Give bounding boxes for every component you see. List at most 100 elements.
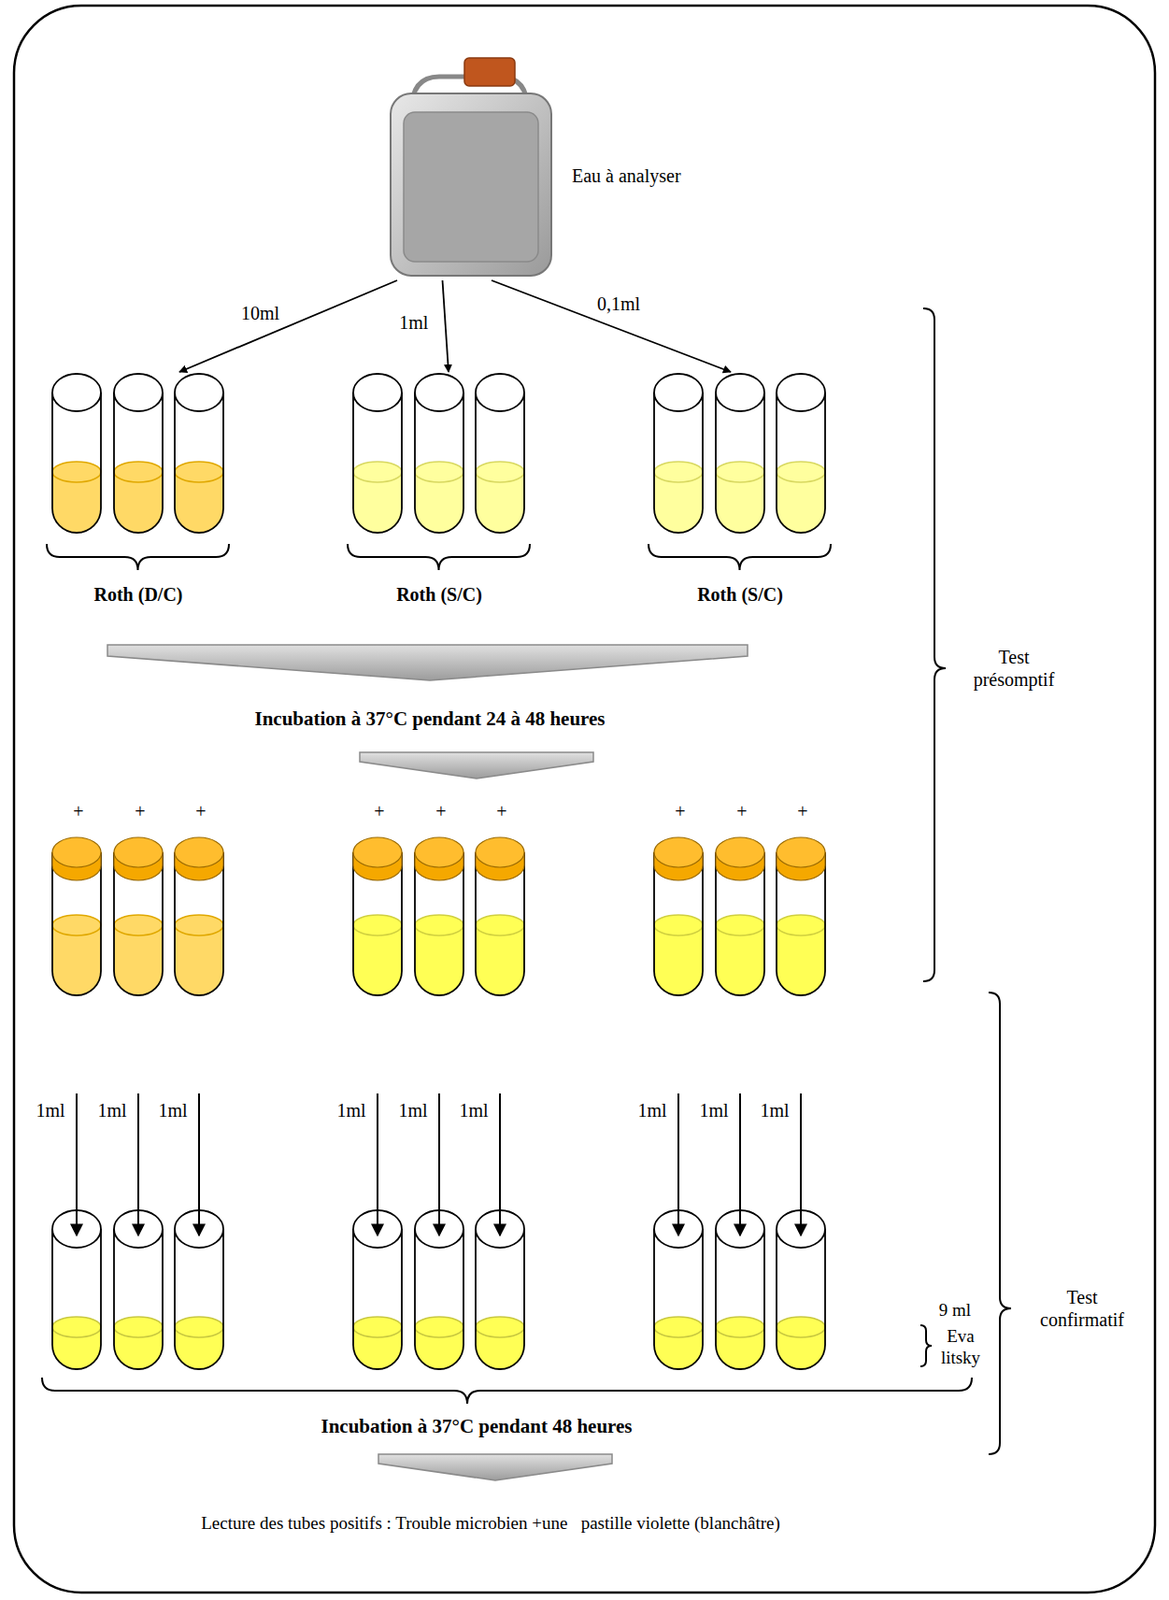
tube-group: Roth (S/C) — [646, 371, 834, 617]
sample-bottle: Eau à analyser — [387, 56, 725, 279]
liquid-surface — [52, 914, 101, 936]
test-tube — [114, 837, 163, 996]
tube-cap — [414, 837, 464, 868]
step-title: Incubation à 37°C pendant 24 à 48 heures — [255, 707, 606, 731]
volume-label: 1ml — [157, 1098, 187, 1122]
volume-label: 1ml — [759, 1098, 789, 1122]
process-chevron — [107, 644, 748, 681]
medium-label: Roth (S/C) — [396, 583, 483, 606]
liquid-surface — [475, 461, 525, 483]
tube-outline — [353, 852, 402, 996]
test-tube — [715, 373, 765, 533]
process-chevron — [378, 1454, 613, 1481]
arrow-line — [198, 1093, 200, 1236]
liquid-surface — [174, 461, 224, 483]
test-tube — [475, 373, 525, 533]
bracket — [347, 543, 530, 571]
volume-label: 10ml — [241, 301, 280, 325]
tube-opening — [52, 373, 101, 412]
volume-label: Eva litsky — [936, 1325, 985, 1369]
volume-label: + — [674, 799, 685, 823]
liquid-surface — [654, 461, 703, 483]
bracket — [648, 543, 831, 571]
tube-outline — [353, 1228, 402, 1369]
medium-label: Roth (D/C) — [94, 583, 184, 606]
tube-outline — [715, 392, 765, 533]
tube-opening — [654, 373, 703, 412]
volume-label: 1ml — [399, 311, 428, 334]
volume-label: 0,1ml — [597, 292, 641, 315]
liquid-surface — [114, 914, 163, 936]
tube-cap — [654, 837, 703, 868]
process-chevron — [359, 752, 594, 779]
tube-outline — [174, 852, 224, 996]
liquid-surface — [715, 914, 765, 936]
step-title: Incubation à 37°C pendant 48 heures — [321, 1414, 633, 1439]
tube-group: Roth (S/C) — [345, 371, 533, 617]
liquid-surface — [654, 914, 703, 936]
liquid-surface — [715, 461, 765, 483]
arrow-line — [498, 1093, 501, 1236]
volume-label: 1ml — [458, 1098, 488, 1122]
tube-cap — [114, 837, 163, 868]
volume-label: + — [72, 799, 84, 823]
tube-cap — [353, 837, 402, 868]
tube-outline — [475, 392, 525, 533]
liquid-surface — [654, 1316, 703, 1338]
tube-outline — [475, 1228, 525, 1369]
tube-opening — [114, 373, 163, 412]
test-tube — [475, 837, 525, 996]
liquid-surface — [475, 1316, 525, 1338]
tube-outline — [414, 852, 464, 996]
tube-cap — [776, 837, 826, 868]
liquid-surface — [114, 1316, 163, 1338]
tube-outline — [174, 392, 224, 533]
bottle — [390, 57, 552, 276]
liquid-surface — [353, 914, 402, 936]
reading-note: Lecture des tubes positifs : Trouble mic… — [200, 1512, 781, 1535]
bracket — [920, 1325, 932, 1367]
test-tube — [654, 373, 703, 533]
test-tube — [52, 373, 101, 533]
liquid-surface — [776, 1316, 826, 1338]
liquid-surface — [715, 1316, 765, 1338]
stage-label: Test confirmatif — [1023, 1285, 1141, 1331]
volume-label: + — [736, 799, 747, 823]
tube-outline — [414, 392, 464, 533]
tube-cap — [715, 837, 765, 868]
arrow-line — [438, 1093, 441, 1236]
tube-outline — [654, 392, 703, 533]
bracket — [923, 308, 946, 982]
tube-outline — [52, 1228, 101, 1369]
tube-outline — [654, 852, 703, 996]
liquid-surface — [353, 461, 402, 483]
tube-outline — [654, 1228, 703, 1369]
arrow-line — [739, 1093, 742, 1236]
tube-opening — [475, 373, 525, 412]
tube-cap — [52, 837, 101, 868]
test-tube — [174, 373, 224, 533]
test-tube — [776, 837, 826, 996]
tube-outline — [114, 852, 163, 996]
bracket — [46, 543, 229, 571]
tube-outline — [52, 392, 101, 533]
tube-outline — [475, 852, 525, 996]
tube-group: Roth (D/C) — [44, 371, 232, 617]
dilution-arrow — [442, 280, 450, 372]
tube-outline — [715, 852, 765, 996]
liquid-surface — [52, 1316, 101, 1338]
frame — [14, 5, 1155, 1593]
liquid-surface — [414, 914, 464, 936]
volume-label: + — [134, 799, 145, 823]
liquid-surface — [174, 914, 224, 936]
liquid-surface — [414, 1316, 464, 1338]
tube-opening — [776, 373, 826, 412]
test-tube — [353, 837, 402, 996]
volume-label: + — [195, 799, 206, 823]
dilution-arrow — [491, 280, 731, 372]
volume-label: + — [373, 799, 385, 823]
liquid-surface — [52, 461, 101, 483]
arrow-line — [799, 1093, 802, 1236]
